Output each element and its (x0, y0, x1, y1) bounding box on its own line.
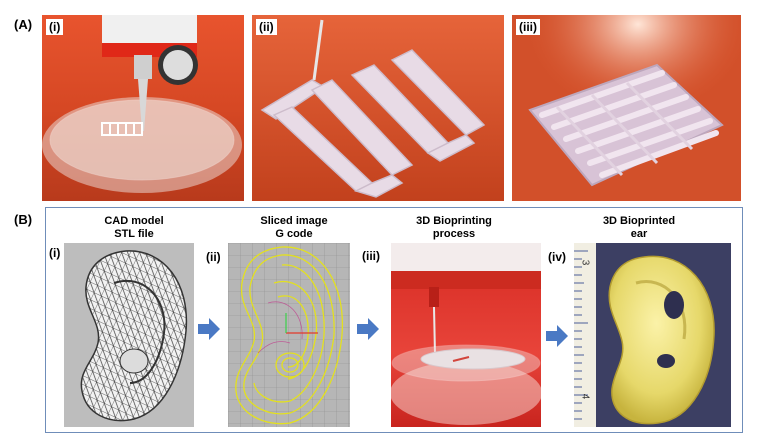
step-b-i-label: (i) (49, 246, 61, 260)
caption-line-1: 3D Bioprinting (416, 215, 492, 227)
panel-b-frame (45, 207, 743, 433)
step-b-iv-label: (iv) (548, 250, 566, 264)
caption-line-2: ear (630, 228, 648, 240)
bioprinted-ear-illustration (574, 243, 731, 427)
bioprinting-process-illustration (391, 243, 541, 427)
caption-sliced-image: Sliced image G code (230, 215, 358, 241)
printer-dish-illustration (42, 15, 244, 201)
subpanel-a-iii-label: (iii) (516, 19, 540, 35)
panel-a-label: (A) (14, 17, 33, 32)
caption-line-1: 3D Bioprinted (602, 215, 676, 227)
image-cad-wireframe-ear (64, 243, 194, 427)
caption-line-1: Sliced image (260, 215, 328, 227)
ruler-mark-4: 4 (579, 393, 591, 400)
caption-bioprinting-process: 3D Bioprinting process (390, 215, 518, 241)
caption-line-1: CAD model (104, 215, 164, 227)
arrow-right-icon (198, 318, 220, 345)
step-b-ii-label: (ii) (206, 250, 221, 264)
photo-printer-dish: (i) (42, 15, 244, 201)
sliced-ear-illustration (228, 243, 350, 427)
photo-printed-strands: (ii) (252, 15, 504, 201)
caption-line-2: G code (275, 228, 313, 240)
subpanel-a-i-label: (i) (46, 19, 64, 35)
printed-strands-illustration (252, 15, 504, 201)
panel-b-label: (B) (14, 212, 33, 227)
caption-line-2: process (432, 228, 476, 240)
arrow-right-icon (357, 318, 379, 345)
step-b-iii-label: (iii) (362, 249, 380, 263)
subpanel-a-ii-label: (ii) (256, 19, 277, 35)
caption-line-2: STL file (114, 228, 154, 240)
caption-cad-model: CAD model STL file (70, 215, 198, 241)
ruler-mark-3: 3 (579, 259, 591, 266)
photo-scaffold-grid: (iii) (512, 15, 741, 201)
arrow-right-icon (546, 325, 568, 352)
scaffold-grid-illustration (512, 15, 741, 201)
image-bioprinted-ear: 3 4 (574, 243, 731, 427)
image-bioprinting-process (391, 243, 541, 427)
caption-bioprinted-ear: 3D Bioprinted ear (575, 215, 703, 241)
image-sliced-ear (228, 243, 350, 427)
wireframe-ear-illustration (64, 243, 194, 427)
